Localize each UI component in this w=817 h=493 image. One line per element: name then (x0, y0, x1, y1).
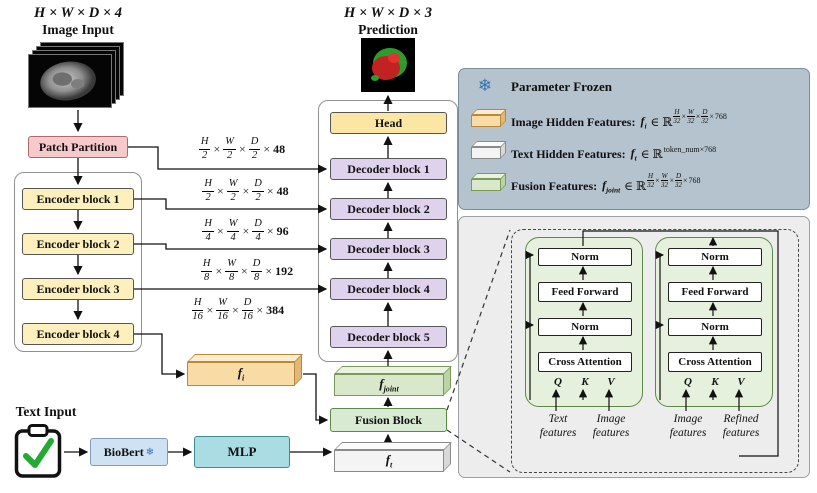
feed-forward-box: Feed Forward (668, 282, 762, 302)
norm-box: Norm (668, 248, 762, 266)
cross-attention-box: Cross Attention (668, 352, 762, 372)
k-label: K (711, 376, 719, 388)
clipboard-check-icon (14, 423, 62, 479)
symbol-fi: fi (237, 365, 245, 383)
exponent: token_num×768 (663, 144, 717, 154)
norm-box: Norm (668, 318, 762, 336)
snowflake-icon: ❄ (145, 446, 155, 458)
decoder-block-2: Decoder block 2 (330, 198, 447, 220)
legend-label: Image Hidden Features: (511, 114, 636, 129)
symbol-ft: ft (630, 145, 637, 163)
head-box: Head (330, 112, 447, 134)
output-dims-title: H × W × D × 3 (344, 4, 432, 21)
text-features-cuboid: ft (334, 450, 444, 472)
legend-cube-text (471, 147, 501, 159)
mri-image-stack (28, 42, 128, 110)
k-label: K (581, 376, 589, 388)
input-label-text-features: Text features (539, 413, 577, 439)
set-membership: ∈ ℝ (650, 114, 673, 129)
fusion-detail-panel: Norm Feed Forward Norm Cross Attention Q… (458, 216, 810, 478)
decoder-block-4: Decoder block 4 (330, 278, 447, 300)
symbol-ft: ft (385, 452, 393, 470)
encoder-block-3: Encoder block 3 (22, 278, 134, 300)
encoder-block-4: Encoder block 4 (22, 323, 134, 345)
fusion-block-box: Fusion Block (330, 408, 447, 432)
legend-label: Text Hidden Features: (511, 146, 626, 161)
symbol-fjoint: fjoint (379, 376, 399, 394)
q-label: Q (554, 376, 562, 388)
input-label-image-features: Image features (592, 413, 630, 439)
norm-box: Norm (538, 248, 632, 266)
mlp-box: MLP (194, 436, 290, 468)
decoder-block-3: Decoder block 3 (330, 238, 447, 260)
input-dims-title: H × W × D × 4 (34, 4, 122, 21)
cross-attention-block-1: Norm Feed Forward Norm Cross Attention Q… (525, 237, 643, 407)
legend-title: Parameter Frozen (511, 79, 612, 94)
fusion-features-cuboid: fjoint (334, 374, 444, 396)
symbol-fi: fi (640, 113, 647, 131)
input-label-refined-features: Refined features (722, 413, 760, 439)
snowflake-icon: ❄ (477, 76, 493, 96)
decoder-block-5: Decoder block 5 (330, 326, 447, 348)
q-label: Q (684, 376, 692, 388)
text-input-title: Text Input (15, 404, 77, 419)
prediction-title: Prediction (358, 22, 418, 37)
legend-cube-image (471, 115, 501, 127)
prediction-image (361, 38, 415, 92)
norm-box: Norm (538, 318, 632, 336)
legend-label: Fusion Features: (511, 178, 598, 193)
v-label: V (737, 376, 745, 388)
biobert-box: BioBert❄ (90, 438, 168, 466)
decoder-container (318, 100, 458, 362)
input-title: Image Input (42, 22, 114, 37)
set-membership: ∈ ℝ (624, 178, 647, 193)
cross-attention-block-2: Norm Feed Forward Norm Cross Attention Q… (655, 237, 773, 407)
v-label: V (607, 376, 615, 388)
cross-attention-box: Cross Attention (538, 352, 632, 372)
feed-forward-box: Feed Forward (538, 282, 632, 302)
encoder-block-2: Encoder block 2 (22, 233, 134, 255)
mri-slice-front (28, 54, 112, 108)
encoder-block-1: Encoder block 1 (22, 188, 134, 210)
set-membership: ∈ ℝ (640, 146, 663, 161)
legend-cube-fusion (471, 179, 501, 191)
biobert-label: BioBert (103, 444, 144, 459)
image-features-cuboid: fi (187, 362, 295, 386)
input-label-image-features-2: Image features (669, 413, 707, 439)
symbol-fjoint: fjoint (602, 177, 621, 195)
legend-panel: ❄ Parameter Frozen Image Hidden Features… (458, 68, 810, 210)
brain-scan-image (40, 61, 96, 101)
decoder-block-1: Decoder block 1 (330, 158, 447, 180)
callout-dashed-frame (511, 229, 799, 473)
patch-partition-box: Patch Partition (28, 136, 128, 158)
